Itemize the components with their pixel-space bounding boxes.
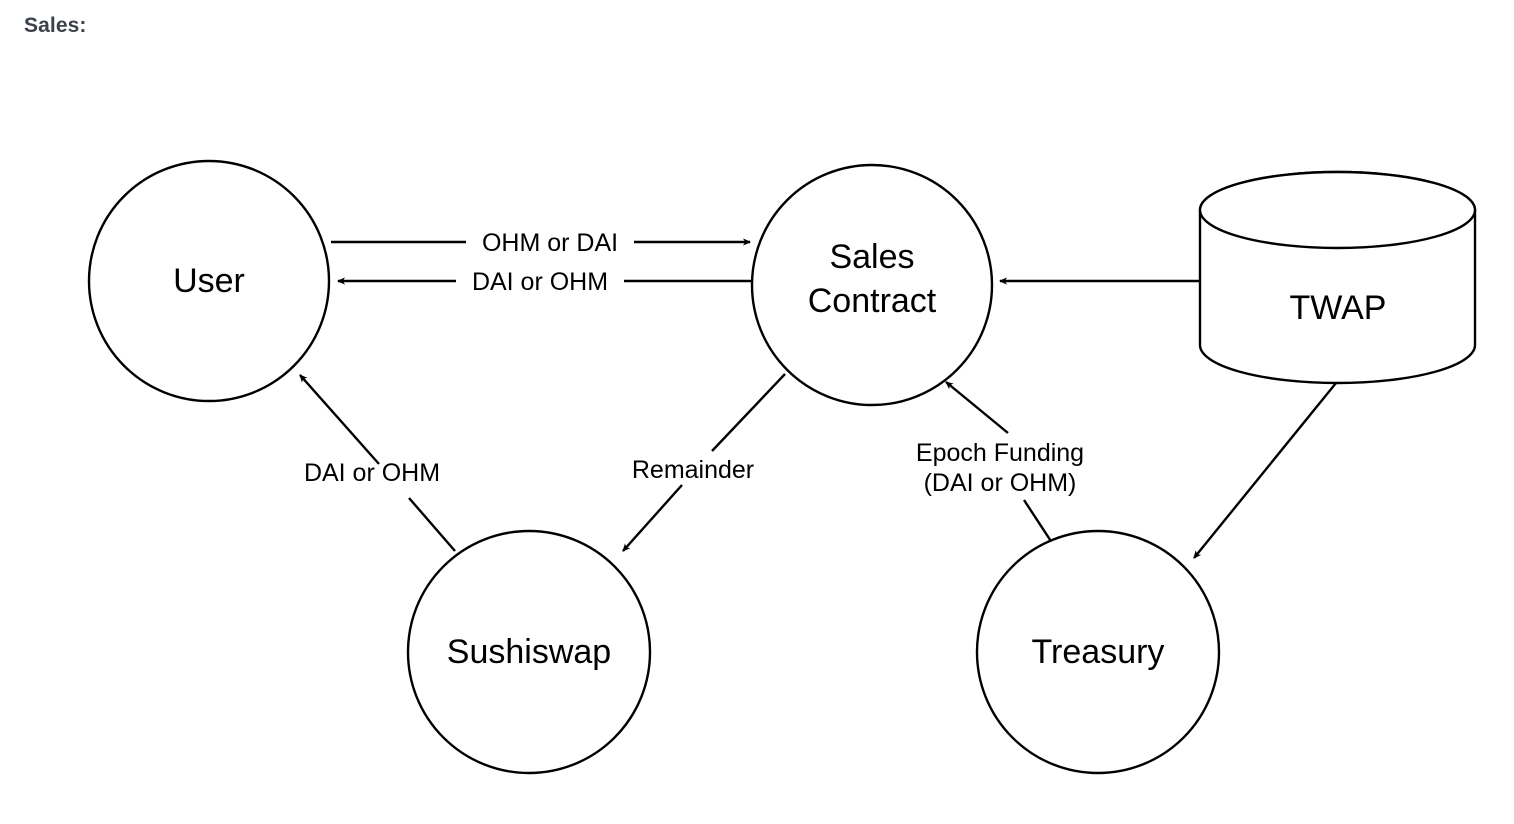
node-sushiswap[interactable]: Sushiswap	[406, 529, 652, 775]
edge-sushiswap-to-user: DAI or OHM	[299, 374, 456, 552]
edge-line-upper-segment	[945, 381, 1009, 434]
edge-sales-contract-to-user: DAI or OHM	[337, 268, 752, 296]
edge-label-remainder: Remainder	[632, 456, 754, 484]
node-twap[interactable]: TWAP	[1198, 170, 1477, 385]
edge-line-upper-segment	[299, 374, 380, 465]
edge-label-dai-or-ohm-sushiswap: DAI or OHM	[304, 459, 440, 487]
edge-treasury-to-sales-contract: Epoch Funding (DAI or OHM)	[916, 381, 1084, 559]
node-user-label: User	[173, 262, 245, 300]
node-sushiswap-label: Sushiswap	[447, 633, 611, 671]
node-sales-contract[interactable]: Sales Contract	[750, 163, 994, 407]
edge-label-ohm-or-dai: OHM or DAI	[482, 229, 618, 257]
edge-label-epoch-funding: Epoch Funding	[916, 439, 1084, 467]
node-user[interactable]: User	[87, 159, 331, 403]
edge-label-epoch-funding-currency: (DAI or OHM)	[924, 469, 1077, 497]
node-sales-contract-circle[interactable]	[750, 163, 994, 407]
edge-line	[1193, 382, 1337, 559]
edge-user-to-sales-contract: OHM or DAI	[331, 229, 751, 257]
node-user-circle[interactable]	[87, 159, 331, 403]
node-treasury-label: Treasury	[1032, 633, 1165, 671]
edge-twap-to-treasury	[1193, 382, 1337, 559]
edge-label-dai-or-ohm: DAI or OHM	[472, 268, 608, 296]
node-sales-contract-label-line2: Contract	[808, 282, 937, 320]
node-sales-contract-label-line1: Sales	[829, 238, 914, 276]
node-sushiswap-circle[interactable]	[406, 529, 652, 775]
node-treasury-circle[interactable]	[975, 529, 1221, 775]
edge-line-upper-segment	[711, 373, 786, 452]
node-twap-cylinder-top	[1198, 170, 1477, 250]
edge-line-lower-segment	[622, 484, 683, 552]
edge-line-lower-segment	[408, 497, 456, 552]
page-title: Sales:	[24, 14, 87, 37]
node-twap-label: TWAP	[1290, 289, 1387, 327]
edge-sales-contract-to-sushiswap: Remainder	[622, 373, 786, 552]
node-treasury[interactable]: Treasury	[975, 529, 1221, 775]
